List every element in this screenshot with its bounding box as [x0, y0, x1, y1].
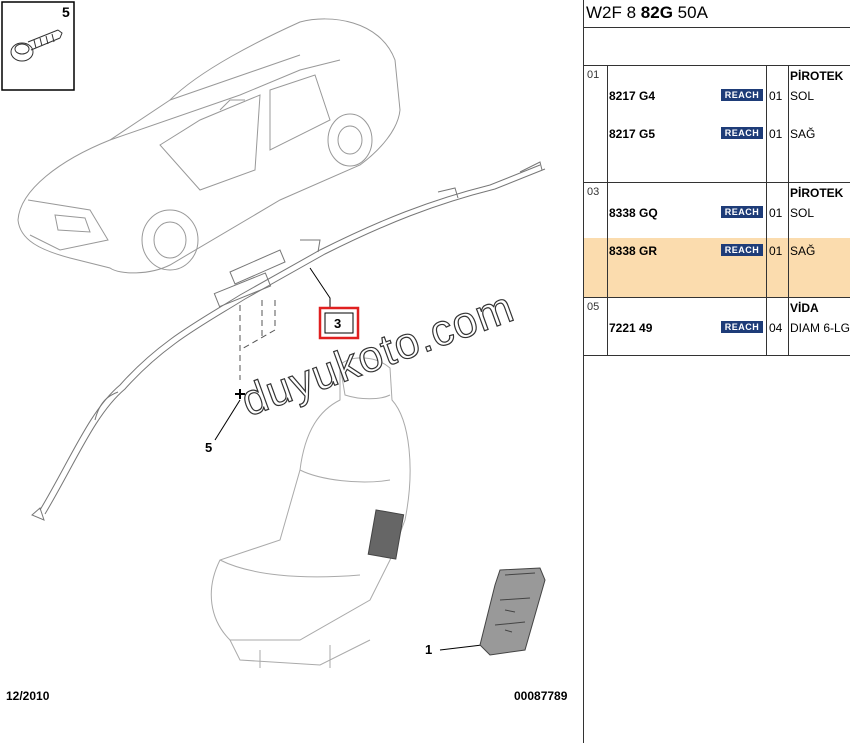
catalog-code: W2F 8 82G 50A [586, 3, 708, 23]
part-number[interactable]: 8338 GQ [609, 206, 658, 220]
part-number[interactable]: 8217 G4 [609, 89, 656, 103]
part-description: SOL [790, 206, 815, 220]
part-group-05: 05 VİDA 7221 49 REACH 04 DIAM 6-LG [584, 298, 850, 356]
screw-callout-box [1, 1, 75, 91]
diagram-drawing [1, 1, 546, 668]
part-description: DIAM 6-LG [790, 321, 850, 335]
part-description: SAĞ [790, 127, 816, 141]
part-row-selected[interactable]: 8338 GR REACH 01 SAĞ [584, 241, 850, 261]
part-number[interactable]: 8217 G5 [609, 127, 656, 141]
part-row[interactable]: 8217 G5 REACH 01 SAĞ [584, 124, 850, 144]
callout-5-top-label: 5 [62, 4, 70, 20]
group-number: 03 [587, 186, 600, 198]
side-airbag-module [479, 567, 546, 656]
fastener-point-icon [235, 389, 245, 399]
group-title: PİROTEK [790, 69, 844, 83]
catalog-code-prefix: W2F 8 [586, 3, 641, 22]
part-quantity: 01 [769, 244, 783, 258]
catalog-code-suffix: 50A [672, 3, 708, 22]
part-row[interactable]: 8338 GQ REACH 01 SOL [584, 203, 850, 223]
part-quantity: 01 [769, 206, 783, 220]
part-quantity: 04 [769, 321, 783, 335]
catalog-code-group: 82G [640, 3, 673, 22]
callout-5-label[interactable]: 5 [205, 440, 213, 455]
part-quantity: 01 [769, 89, 783, 103]
reach-badge: REACH [721, 89, 763, 101]
exploded-diagram: 5 3 5 1 12/2010 00087789 [1, 1, 568, 703]
header-divider [584, 27, 850, 28]
part-number[interactable]: 8338 GR [609, 244, 658, 258]
highlighted-row-background [584, 238, 850, 297]
part-number[interactable]: 7221 49 [609, 321, 653, 335]
group-number: 01 [587, 69, 600, 81]
part-group-01: 01 PİROTEK 8217 G4 REACH 01 SOL 8217 G5 … [584, 66, 850, 183]
header-divider [584, 65, 850, 66]
group-title: VİDA [790, 301, 819, 315]
screw-icon [10, 29, 63, 62]
mounting-guide-lines [239, 300, 276, 380]
part-quantity: 01 [769, 127, 783, 141]
part-description: SOL [790, 89, 815, 103]
reach-badge: REACH [721, 321, 763, 333]
reach-badge: REACH [721, 127, 763, 139]
callout-3-label[interactable]: 3 [334, 316, 342, 331]
part-description: SAĞ [790, 244, 816, 258]
part-row[interactable]: 8217 G4 REACH 01 SOL [584, 86, 850, 106]
group-number: 05 [587, 301, 600, 313]
car-illustration [17, 18, 401, 274]
reach-badge: REACH [721, 206, 763, 218]
part-group-03: 03 PİROTEK 8338 GQ REACH 01 SOL 8338 GR … [584, 183, 850, 298]
group-title: PİROTEK [790, 186, 844, 200]
panel-divider [583, 0, 584, 743]
diagram-date: 12/2010 [6, 689, 50, 703]
part-row[interactable]: 7221 49 REACH 04 DIAM 6-LG [584, 318, 850, 338]
curtain-airbag [31, 161, 546, 521]
seat-illustration [210, 357, 411, 668]
callout-1-label[interactable]: 1 [425, 642, 433, 657]
reach-badge: REACH [721, 244, 763, 256]
diagram-reference-number: 00087789 [514, 689, 568, 703]
